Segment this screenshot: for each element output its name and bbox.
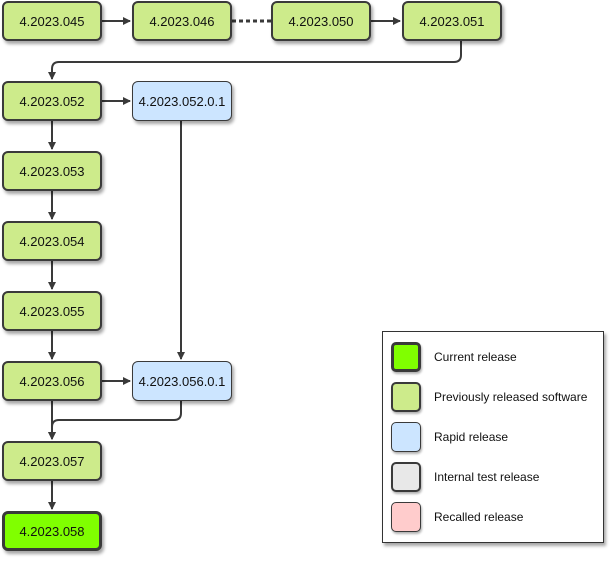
version-node-4-2023-054: 4.2023.054 <box>2 221 102 261</box>
version-node-4-2023-046: 4.2023.046 <box>132 1 232 41</box>
edge-0561-057 <box>48 401 182 440</box>
version-node-4-2023-056-0-1: 4.2023.056.0.1 <box>132 361 232 401</box>
legend-swatch-current <box>391 342 421 372</box>
legend-item-previous: Previously released software <box>391 382 587 412</box>
legend-swatch-recalled <box>391 502 421 532</box>
legend-swatch-previous <box>391 382 421 412</box>
version-node-4-2023-050: 4.2023.050 <box>271 1 371 41</box>
legend-item-rapid: Rapid release <box>391 422 508 452</box>
version-node-4-2023-051: 4.2023.051 <box>402 1 502 41</box>
version-node-4-2023-045: 4.2023.045 <box>2 1 102 41</box>
version-node-4-2023-053: 4.2023.053 <box>2 151 102 191</box>
version-node-4-2023-057: 4.2023.057 <box>2 441 102 481</box>
version-node-4-2023-052: 4.2023.052 <box>2 81 102 121</box>
legend-label-previous: Previously released software <box>434 390 588 404</box>
edge-051-052 <box>48 41 462 80</box>
legend-label-internal-test: Internal test release <box>434 470 540 484</box>
version-node-4-2023-052-0-1: 4.2023.052.0.1 <box>132 81 232 121</box>
version-node-4-2023-055: 4.2023.055 <box>2 291 102 331</box>
legend-item-recalled: Recalled release <box>391 502 523 532</box>
legend-swatch-internal-test <box>391 462 421 492</box>
version-node-4-2023-058-current: 4.2023.058 <box>2 511 102 551</box>
legend-swatch-rapid <box>391 422 421 452</box>
legend: Current release Previously released soft… <box>382 331 604 543</box>
legend-label-current: Current release <box>434 350 517 364</box>
legend-item-current: Current release <box>391 342 517 372</box>
legend-label-recalled: Recalled release <box>434 510 524 524</box>
version-node-4-2023-056: 4.2023.056 <box>2 361 102 401</box>
legend-item-internal-test: Internal test release <box>391 462 539 492</box>
legend-label-rapid: Rapid release <box>434 430 509 444</box>
